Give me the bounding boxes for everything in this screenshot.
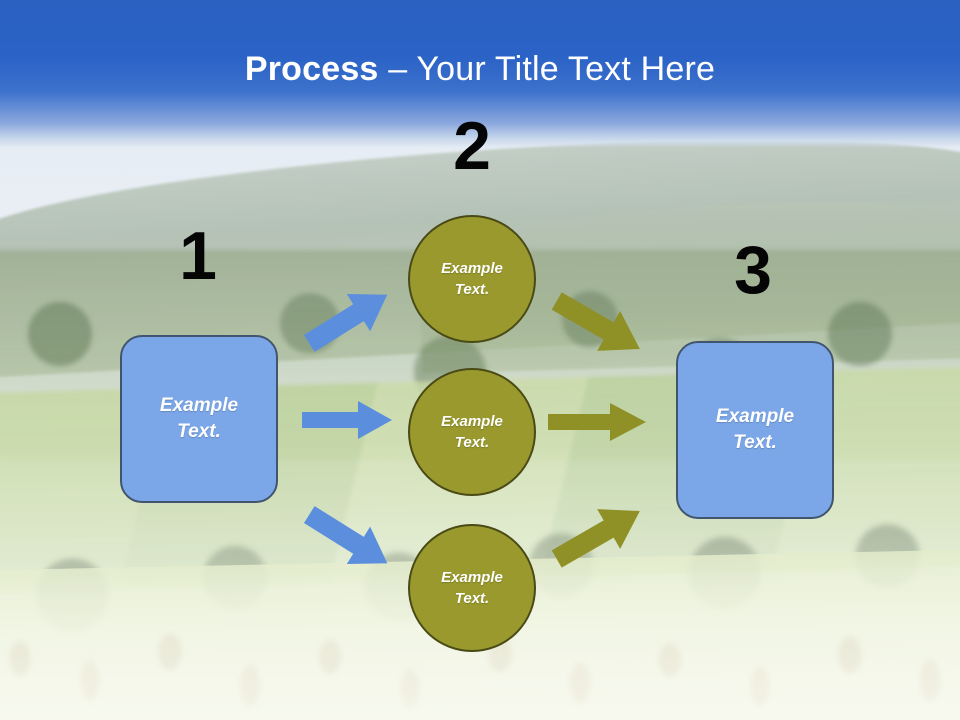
olive-arrow-up-icon [548, 494, 652, 574]
process-circle-middle-label: Example Text. [441, 413, 503, 451]
blue-arrow-middle-icon [302, 400, 394, 440]
page-title-strong: Process [244, 50, 379, 88]
page-title-separator: – [378, 50, 417, 88]
page-title: Process – Your Title Text Here [0, 48, 960, 90]
process-circle-middle[interactable]: Example Text. [408, 368, 536, 496]
right-output-box-label: Example Text. [715, 406, 795, 453]
step-number-2: 2 [453, 108, 491, 184]
olive-arrow-middle-icon [548, 402, 648, 442]
step-number-1: 1 [179, 218, 217, 294]
process-circle-top[interactable]: Example Text. [408, 215, 536, 343]
right-output-box[interactable]: Example Text. [676, 341, 834, 519]
process-circle-top-label: Example Text. [441, 260, 503, 298]
left-input-box-label: Example Text. [159, 395, 239, 442]
header-band [0, 0, 960, 148]
olive-arrow-down-icon [548, 286, 652, 366]
blue-arrow-down-icon [302, 502, 398, 578]
page-title-light: Your Title Text Here [416, 50, 716, 88]
step-number-3: 3 [734, 232, 772, 308]
process-circle-bottom-label: Example Text. [441, 569, 503, 607]
left-input-box[interactable]: Example Text. [120, 335, 278, 503]
process-circle-bottom[interactable]: Example Text. [408, 524, 536, 652]
blue-arrow-up-icon [302, 280, 398, 356]
